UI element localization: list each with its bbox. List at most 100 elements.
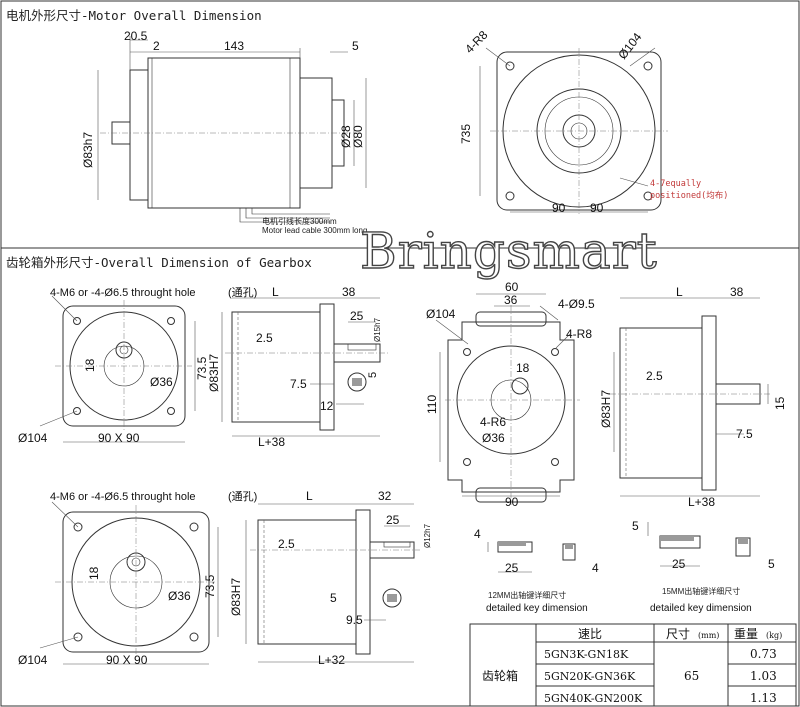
motor-dim-2: 2: [153, 39, 160, 53]
table-weight-3: 1.13: [750, 691, 777, 705]
motor-height-735: 735: [459, 124, 473, 144]
gb1-dim-15h7: Ø15h7: [373, 317, 382, 342]
motor-cable-cn: 电机引线长度300mm: [262, 216, 337, 226]
gb1-dim-12: 12: [320, 399, 334, 413]
gb1-hole-note: 4-M6 or -4-Ø6.5 throught hole: [50, 287, 196, 299]
gb3-dim-18: 18: [516, 361, 530, 375]
gb3-dim-104: Ø104: [426, 307, 456, 321]
key12-dim-4b: 4: [592, 561, 599, 575]
motor-dia-104: Ø104: [615, 30, 644, 62]
motor-equal-note: 4-7equally: [650, 179, 701, 189]
motor-section-title: 电机外形尺寸-Motor Overall Dimension: [6, 8, 262, 23]
gb2-dim-12h7: Ø12h7: [423, 523, 432, 548]
gearbox-section-title: 齿轮箱外形尺寸-Overall Dimension of Gearbox: [6, 255, 312, 270]
brand-watermark: Bringsmart: [360, 222, 658, 280]
motor-dim-143: 143: [224, 39, 244, 53]
gb2-dim-L: L: [306, 489, 313, 503]
gb2-hole-cn: (通孔): [228, 490, 257, 503]
gb3-dim-60: 60: [505, 280, 519, 294]
key12-caption-cn: 12MM出轴键详细尺寸: [488, 590, 566, 600]
gb2-dim-90x90: 90 X 90: [106, 653, 148, 667]
gb1-dim-36: Ø36: [150, 375, 173, 389]
gb2-dim-18: 18: [87, 566, 101, 580]
gb3-dim-36: 36: [504, 293, 518, 307]
table-header-ratio: 速比: [578, 627, 602, 641]
gb1-hole-cn: (通孔): [228, 286, 257, 299]
gb1-dim-104: Ø104: [18, 431, 48, 445]
gb1-dim-L: L: [272, 285, 279, 299]
gb4-dim-83H7: Ø83H7: [599, 390, 613, 428]
gb1-dim-83H7: Ø83H7: [207, 354, 221, 392]
table-ratio-1: 5GN3K-GN18K: [544, 648, 629, 661]
table-header-weight: 重量: [734, 627, 758, 641]
motor-front-view: 735 90 90 4-R8 Ø104 4-7equally positione…: [459, 28, 728, 215]
motor-side-view: 电机引线长度300mm Motor lead cable 300mm long …: [81, 29, 367, 235]
motor-dim-5: 5: [352, 39, 359, 53]
motor-dia-80: Ø80: [351, 125, 365, 148]
gb2-dim-2-5: 2.5: [278, 537, 295, 551]
gb3-dim-36c: Ø36: [482, 431, 505, 445]
key12-dim-25: 25: [505, 561, 519, 575]
key15-dim-5b: 5: [768, 557, 775, 571]
key12-caption-en: detailed key dimension: [486, 603, 588, 614]
gb2-dim-32: 32: [378, 489, 392, 503]
gb2-dim-9-5: 9.5: [346, 613, 363, 627]
key12-dim-4a: 4: [474, 527, 481, 541]
gb1-dim-5: 5: [367, 372, 379, 378]
spec-table: 速比 尺寸 (mm) 重量 (kg) 齿轮箱 5GN3K-GN18K 5GN20…: [469, 623, 797, 707]
gb1-dim-L38: L+38: [258, 435, 285, 449]
table-header-size-unit: (mm): [698, 631, 719, 640]
gb2-dim-L32: L+32: [318, 653, 345, 667]
table-weight-1: 0.73: [750, 647, 777, 661]
gb2-dim-83H7: Ø83H7: [229, 578, 243, 616]
gearbox2-side-view: L 32 25 Ø12h7 2.5 Ø83H7 5 9.5 L+32: [229, 489, 432, 667]
gb1-dim-2-5: 2.5: [256, 331, 273, 345]
motor-cable-en: Motor lead cable 300mm long: [262, 226, 367, 235]
gb2-dim-36: Ø36: [168, 589, 191, 603]
key15-dim-5a: 5: [632, 519, 639, 533]
motor-width-90-right: 90: [590, 201, 604, 215]
key15-caption-en: detailed key dimension: [650, 603, 752, 614]
key-12mm-detail: 4 25 4 12MM出轴键详细尺寸 detailed key dimensio…: [474, 527, 599, 614]
key15-dim-25: 25: [672, 557, 686, 571]
table-header-size: 尺寸: [666, 627, 690, 641]
gb2-dim-5: 5: [330, 591, 337, 605]
gearbox2-front-view: 4-M6 or -4-Ø6.5 throught hole (通孔) 18 Ø3…: [18, 490, 257, 667]
motor-width-90-left: 90: [552, 201, 566, 215]
gb1-dim-90x90: 90 X 90: [98, 431, 140, 445]
gb1-dim-18: 18: [83, 358, 97, 372]
gearbox4-side-view: L 38 2.5 Ø83H7 15 7.5 L+38: [599, 285, 787, 509]
gb4-dim-L38: L+38: [688, 495, 715, 509]
key15-caption-cn: 15MM出轴键详细尺寸: [662, 586, 740, 596]
gb2-dim-73-5: 73.5: [203, 574, 217, 598]
gb3-dim-4-R8: 4-R8: [566, 327, 592, 341]
motor-dia-28: Ø28: [339, 125, 353, 148]
gb3-dim-4-9-5: 4-Ø9.5: [558, 297, 595, 311]
gb4-dim-L: L: [676, 285, 683, 299]
table-header-weight-unit: (kg): [766, 631, 782, 640]
gb4-dim-38: 38: [730, 285, 744, 299]
table-ratio-3: 5GN40K-GN200K: [544, 692, 643, 705]
table-size-value: 65: [684, 669, 699, 683]
gb3-dim-4-R6: 4-R6: [480, 415, 506, 429]
gearbox3-front-view: Ø104 60 36 4-Ø9.5 4-R8 18 110 4-R6 Ø36 9…: [425, 280, 595, 509]
motor-dim-20-5: 20.5: [124, 29, 148, 43]
gb2-dim-104: Ø104: [18, 653, 48, 667]
gb1-dim-73-5: 73.5: [195, 356, 209, 380]
gb3-dim-90: 90: [505, 495, 519, 509]
gb2-dim-25: 25: [386, 513, 400, 527]
table-row-label: 齿轮箱: [482, 668, 518, 683]
gb1-dim-38: 38: [342, 285, 356, 299]
table-ratio-2: 5GN20K-GN36K: [544, 670, 636, 683]
table-weight-2: 1.03: [750, 669, 777, 683]
gb3-dim-110: 110: [425, 395, 439, 414]
motor-equal-note-cn: positioned(均布): [650, 190, 728, 201]
key-15mm-detail: 5 25 5 15MM出轴键详细尺寸 detailed key dimensio…: [632, 519, 775, 614]
gb4-dim-7-5: 7.5: [736, 427, 753, 441]
gb1-dim-25: 25: [350, 309, 364, 323]
gb2-hole-note: 4-M6 or -4-Ø6.5 throught hole: [50, 491, 196, 503]
gb1-dim-7-5: 7.5: [290, 377, 307, 391]
